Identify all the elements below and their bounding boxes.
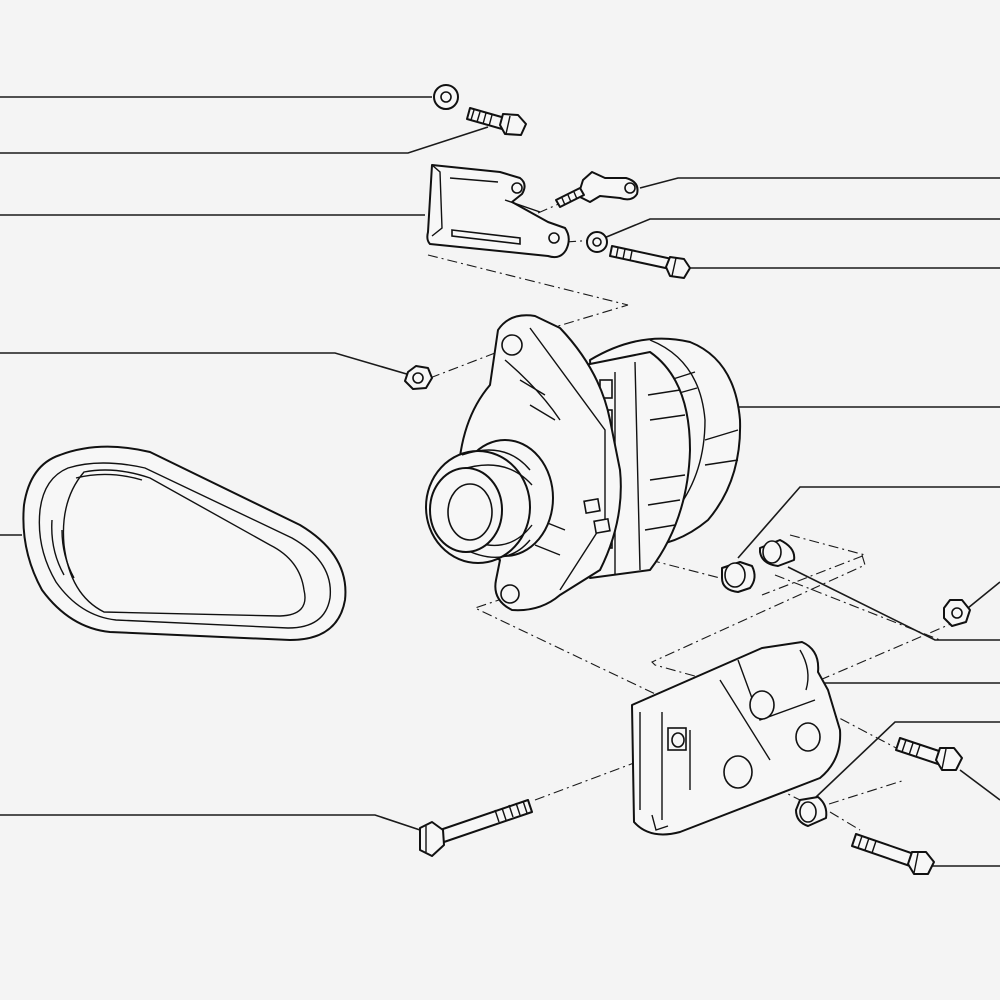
callout-adjuster-link: [639, 177, 1000, 189]
assembly-lines: [427, 199, 961, 831]
callout-mount-bolt-long: [0, 814, 421, 831]
spacer: [795, 796, 828, 827]
adjuster-link: [555, 171, 639, 208]
callout-mount-bolt-upper: [959, 769, 1000, 801]
callout-lines: [0, 96, 1000, 867]
callout-bolt: [0, 126, 489, 154]
callout-nut: [0, 352, 411, 376]
long-bolt: [609, 245, 691, 279]
mount-bolt-long: [419, 799, 533, 857]
callout-spacer-upper: [787, 566, 1000, 641]
alternator: [425, 314, 742, 612]
upper-bracket: [426, 164, 570, 259]
callout-flange-nut: [967, 581, 1000, 609]
nut: [404, 365, 433, 390]
mount-bolt-short-lower: [851, 833, 935, 875]
lower-bracket: [631, 641, 842, 836]
callout-washer-right: [603, 218, 1000, 239]
washer-right: [586, 231, 608, 253]
drive-belt: [22, 445, 347, 641]
washer-top: [433, 84, 459, 110]
flange-nut: [943, 599, 971, 627]
bushing-pair: [721, 539, 796, 593]
callout-bushing: [737, 486, 1000, 559]
bolt-top: [466, 107, 527, 136]
callout-spacer-lower: [814, 721, 1000, 799]
mount-bolt-short-upper: [895, 737, 963, 771]
